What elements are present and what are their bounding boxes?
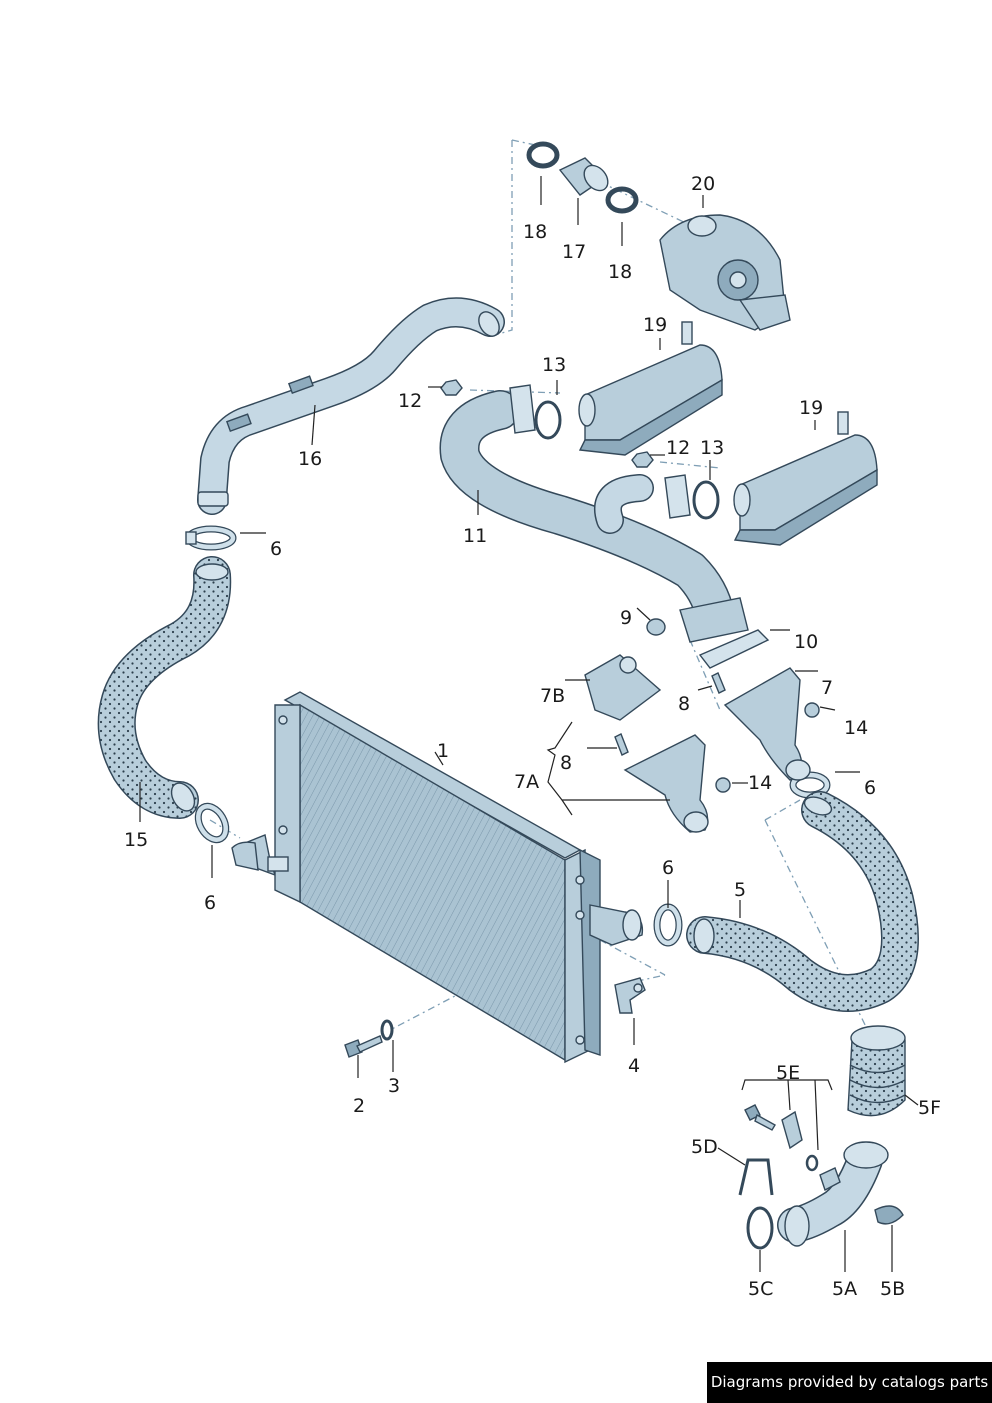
elbow-5A xyxy=(777,1141,889,1247)
stud-8-bottom xyxy=(614,733,629,756)
label-2: 2 xyxy=(353,1095,365,1117)
label-8-top: 8 xyxy=(678,693,690,715)
pump-20 xyxy=(659,214,791,331)
pipe-16 xyxy=(197,297,505,515)
bolt-14-top xyxy=(804,702,820,718)
clamp-6-left xyxy=(194,802,230,844)
label-3: 3 xyxy=(388,1075,400,1097)
pipe-7 xyxy=(723,667,811,781)
stud-8-top xyxy=(711,672,726,694)
label-6-top: 6 xyxy=(270,538,282,560)
label-16: 16 xyxy=(298,448,322,470)
label-6-mid: 6 xyxy=(864,777,876,799)
pipe-7A xyxy=(623,734,709,833)
hose-15 xyxy=(97,556,232,819)
label-5E: 5E xyxy=(776,1062,800,1084)
label-7A: 7A xyxy=(514,771,539,793)
clamp-18-left xyxy=(526,141,560,169)
label-15: 15 xyxy=(124,829,148,851)
bolt-14-bottom xyxy=(715,777,731,793)
leader-lines xyxy=(139,176,919,1272)
label-5F: 5F xyxy=(918,1097,941,1119)
label-12-bottom: 12 xyxy=(666,437,690,459)
clamp-6-right xyxy=(653,903,683,947)
label-4: 4 xyxy=(628,1055,640,1077)
part-labels: 1 2 3 4 5 5A 5B 5C 5D 5E 5F 6 6 6 6 7 7A… xyxy=(124,173,941,1300)
bellows-5F xyxy=(847,1025,906,1117)
label-5C: 5C xyxy=(748,1278,773,1300)
clamp-18-right xyxy=(605,186,639,214)
label-20: 20 xyxy=(691,173,715,195)
clamp-6-top xyxy=(185,525,237,551)
sensor-4 xyxy=(614,977,646,1014)
label-9: 9 xyxy=(620,607,632,629)
label-7: 7 xyxy=(821,677,833,699)
label-7B: 7B xyxy=(540,685,565,707)
gasket-13-top xyxy=(534,400,562,440)
label-19-top: 19 xyxy=(643,314,667,336)
gasket-13-bottom xyxy=(692,480,720,520)
label-5D: 5D xyxy=(691,1136,718,1158)
cylinder-head-19-top xyxy=(578,321,723,456)
credit-banner: Diagrams provided by catalogs parts xyxy=(707,1362,992,1403)
label-11: 11 xyxy=(463,525,487,547)
label-18-right: 18 xyxy=(608,261,632,283)
o-ring-5C xyxy=(746,1206,774,1250)
gasket-10 xyxy=(698,629,770,669)
label-1: 1 xyxy=(437,740,449,762)
sensor-5E xyxy=(744,1104,819,1172)
label-6-left: 6 xyxy=(204,892,216,914)
clip-5D xyxy=(738,1158,774,1196)
label-5A: 5A xyxy=(832,1278,857,1300)
bolt-2 xyxy=(344,1035,383,1058)
label-13-top: 13 xyxy=(542,354,566,376)
label-13-bottom: 13 xyxy=(700,437,724,459)
washer-3 xyxy=(380,1019,394,1041)
label-19-bottom: 19 xyxy=(799,397,823,419)
flange-7B xyxy=(584,654,662,721)
cap-5B xyxy=(874,1205,904,1225)
hose-5 xyxy=(686,791,919,1012)
nut-12-top xyxy=(440,379,463,396)
label-5: 5 xyxy=(734,879,746,901)
label-6-right: 6 xyxy=(662,857,674,879)
label-17: 17 xyxy=(562,241,586,263)
nut-12-bottom xyxy=(631,451,654,468)
label-10: 10 xyxy=(794,631,818,653)
intercooler-1 xyxy=(231,691,644,1064)
label-18-left: 18 xyxy=(523,221,547,243)
label-12-top: 12 xyxy=(398,390,422,412)
nut-9 xyxy=(646,618,666,636)
pipe-11 xyxy=(439,384,749,643)
cylinder-head-19-bottom xyxy=(733,411,878,546)
label-14-bottom: 14 xyxy=(748,772,772,794)
sleeve-17 xyxy=(558,157,609,196)
label-8-bottom: 8 xyxy=(560,752,572,774)
label-14-top: 14 xyxy=(844,717,868,739)
label-5B: 5B xyxy=(880,1278,905,1300)
